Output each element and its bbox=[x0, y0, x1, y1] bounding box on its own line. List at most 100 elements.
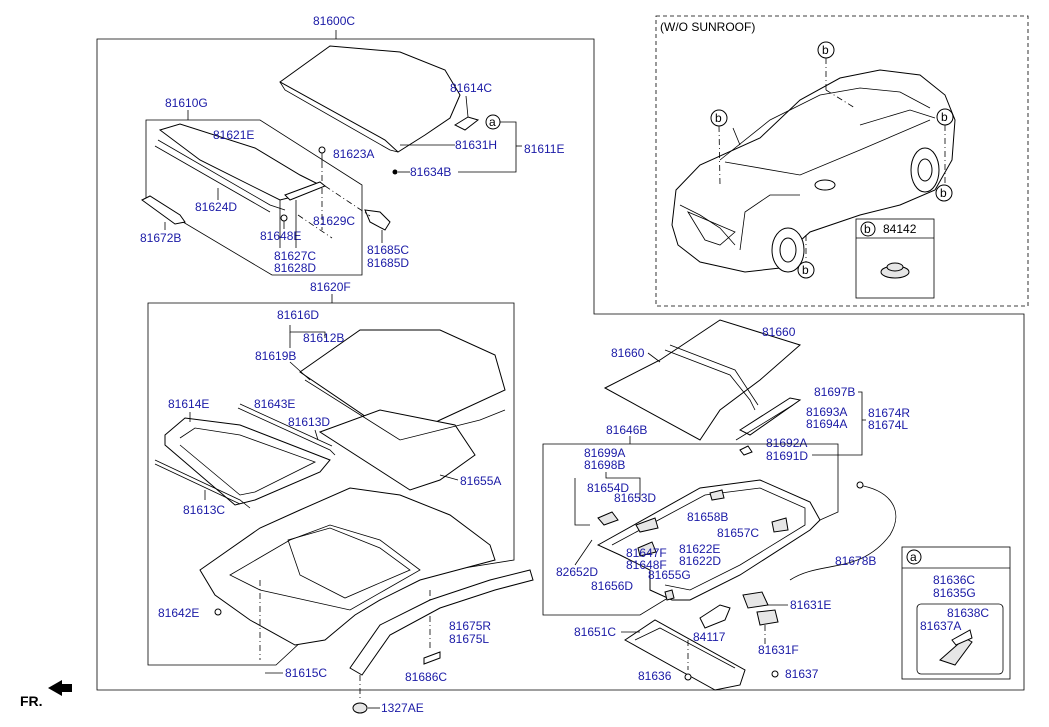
label-81614C: 81614C bbox=[450, 81, 492, 95]
label-81634B: 81634B bbox=[410, 165, 451, 179]
label-81613C: 81613C bbox=[183, 503, 225, 517]
label-81622D: 81622D bbox=[679, 554, 721, 568]
bolt-81623A bbox=[318, 146, 326, 230]
strip-81672B bbox=[141, 195, 186, 230]
label-81685D: 81685D bbox=[367, 256, 409, 270]
label-81655G: 81655G bbox=[648, 568, 691, 582]
label-81672B: 81672B bbox=[140, 231, 181, 245]
strip-81643E bbox=[237, 407, 336, 456]
label-81691D: 81691D bbox=[766, 449, 808, 463]
label-81619B: 81619B bbox=[255, 349, 296, 363]
svg-text:b: b bbox=[822, 43, 829, 57]
detail-a-box: a bbox=[901, 546, 1011, 680]
car-illustration bbox=[671, 69, 956, 273]
label-81622E: 81622E bbox=[679, 542, 720, 556]
label-81637: 81637 bbox=[785, 667, 819, 681]
clip-81614C: a bbox=[453, 95, 501, 131]
label-81660-b: 81660 bbox=[762, 325, 796, 339]
label-81613D: 81613D bbox=[288, 415, 330, 429]
svg-text:b: b bbox=[940, 186, 947, 200]
inset-legend: b 84142 bbox=[855, 218, 935, 299]
grommet-1327AE bbox=[352, 675, 380, 714]
label-81685C: 81685C bbox=[367, 243, 409, 257]
cable-81678B bbox=[789, 484, 897, 581]
label-81660-a: 81660 bbox=[611, 346, 645, 360]
label-81675R: 81675R bbox=[449, 619, 491, 633]
svg-text:a: a bbox=[910, 550, 917, 564]
label-81655A: 81655A bbox=[460, 474, 501, 488]
glass-81655A bbox=[318, 409, 476, 491]
label-81692A: 81692A bbox=[766, 436, 807, 450]
label-81675L: 81675L bbox=[449, 632, 489, 646]
main-frame bbox=[96, 38, 1025, 691]
label-81694A: 81694A bbox=[806, 417, 847, 431]
motor-81631E bbox=[742, 591, 779, 645]
label-81642E: 81642E bbox=[158, 606, 199, 620]
label-81628D: 81628D bbox=[274, 261, 316, 275]
front-direction-arrow bbox=[48, 680, 72, 696]
sunshade-81660 bbox=[603, 319, 802, 441]
svg-text:84142: 84142 bbox=[883, 222, 917, 236]
label-81697B: 81697B bbox=[814, 385, 855, 399]
label-81615C: 81615C bbox=[285, 666, 327, 680]
sunroof-mechanism bbox=[574, 479, 821, 601]
inset-title: (W/O SUNROOF) bbox=[660, 20, 755, 34]
svg-text:b: b bbox=[864, 222, 871, 236]
label-82652D: 82652D bbox=[556, 565, 598, 579]
inset-callouts: b b b b b bbox=[710, 41, 954, 279]
label-81646B: 81646B bbox=[606, 423, 647, 437]
label-81610G: 81610G bbox=[165, 96, 208, 110]
label-84117: 84117 bbox=[693, 630, 726, 644]
label-81631E: 81631E bbox=[790, 598, 831, 612]
svg-text:b: b bbox=[941, 110, 948, 124]
label-81637A: 81637A bbox=[920, 619, 961, 633]
label-81643E: 81643E bbox=[254, 397, 295, 411]
label-81656D: 81656D bbox=[591, 579, 633, 593]
label-81624D: 81624D bbox=[195, 200, 237, 214]
label-81699A: 81699A bbox=[584, 446, 625, 460]
svg-text:b: b bbox=[715, 111, 722, 125]
label-81674R: 81674R bbox=[868, 406, 910, 420]
label-81612B: 81612B bbox=[303, 331, 344, 345]
label-81611E: 81611E bbox=[524, 142, 564, 156]
label-81621E: 81621E bbox=[213, 128, 254, 142]
label-81623A: 81623A bbox=[333, 147, 374, 161]
label-81686C: 81686C bbox=[405, 670, 447, 684]
label-81648E: 81648E bbox=[260, 229, 301, 243]
bracket-81651C bbox=[624, 619, 746, 691]
strip-81613C bbox=[154, 459, 251, 509]
label-81693A: 81693A bbox=[806, 405, 847, 419]
label-81678B: 81678B bbox=[835, 554, 876, 568]
label-81636: 81636 bbox=[638, 669, 672, 683]
label-81614E: 81614E bbox=[168, 397, 209, 411]
label-81674L: 81674L bbox=[868, 418, 908, 432]
label-81647F: 81647F bbox=[626, 546, 667, 560]
inset-frame bbox=[655, 15, 1029, 307]
label-81600C: 81600C bbox=[313, 14, 355, 28]
direction-label: FR. bbox=[20, 693, 43, 709]
label-1327AE: 1327AE bbox=[381, 701, 424, 715]
label-81627C: 81627C bbox=[274, 249, 316, 263]
label-81658B: 81658B bbox=[687, 510, 728, 524]
frame-81614E bbox=[164, 417, 331, 506]
label-81698B: 81698B bbox=[584, 458, 625, 472]
label-81654D: 81654D bbox=[587, 481, 629, 495]
roof-panel-81600C bbox=[279, 45, 461, 153]
pad-84117 bbox=[699, 604, 731, 629]
label-81629C: 81629C bbox=[313, 214, 355, 228]
label-81653D: 81653D bbox=[614, 491, 656, 505]
svg-text:b: b bbox=[802, 263, 809, 277]
label-81620F: 81620F bbox=[310, 280, 351, 294]
label-81635G: 81635G bbox=[933, 586, 976, 600]
label-81636C: 81636C bbox=[933, 573, 975, 587]
label-81631F: 81631F bbox=[758, 643, 799, 657]
svg-text:a: a bbox=[489, 115, 496, 129]
label-81648F: 81648F bbox=[626, 558, 667, 572]
label-81657C: 81657C bbox=[717, 526, 759, 540]
rail-81675R bbox=[349, 569, 534, 676]
strip-81693A bbox=[738, 397, 802, 436]
label-81638C: 81638C bbox=[947, 606, 989, 620]
label-81651C: 81651C bbox=[574, 625, 616, 639]
roof-structure bbox=[199, 487, 496, 648]
